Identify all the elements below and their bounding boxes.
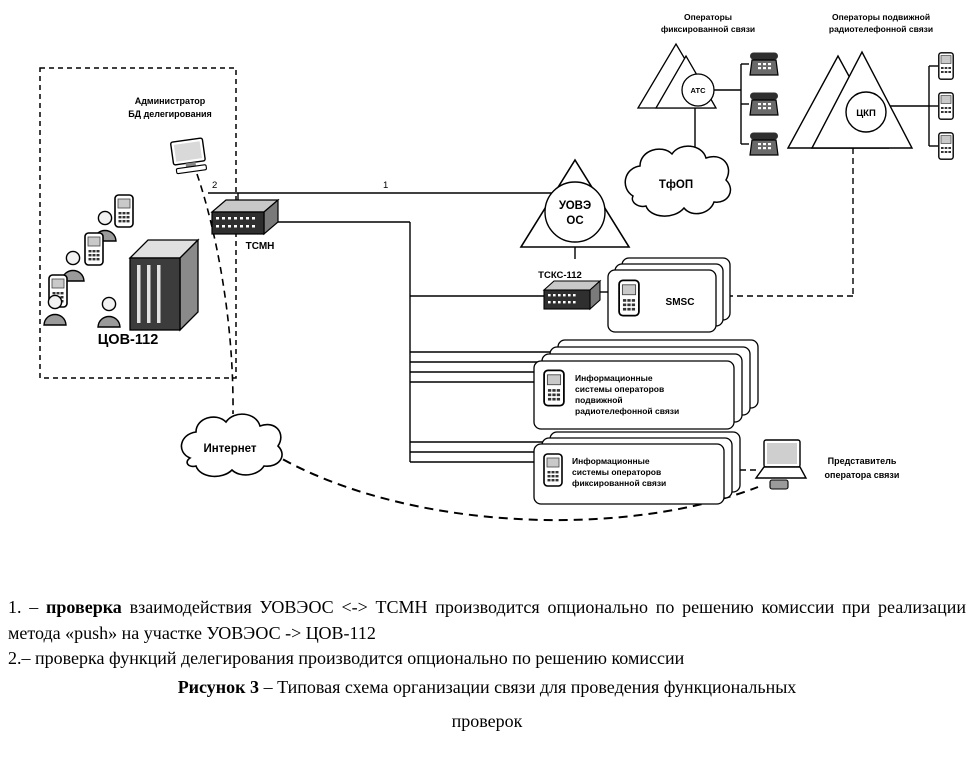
solid-connectors [208,63,938,463]
uove-node: УОВЭ ОС [519,158,631,248]
representative-node: Представитель оператора связи [754,439,900,490]
infosys-fixed-device-icon [543,453,563,487]
figure-caption-number: Рисунок 3 [177,676,260,697]
infosys-mobile-label-2: системы операторов [575,384,664,394]
dashed-connectors [196,148,854,521]
handset-icon [84,232,104,266]
infosys-fixed-stack: Информационные системы операторов фиксир… [533,431,741,505]
uove-label-2: ОС [566,215,583,227]
tfop-cloud: ТфОП [624,145,732,217]
ckp-label: ЦКП [856,108,876,119]
internet-cloud: Интернет [180,413,283,478]
mobile-phone-icon [938,92,954,120]
mobile-ops-label: Операторы подвижной [832,12,930,22]
desk-phone-icon [749,52,779,76]
fixed-operators-node: Операторы фиксированной связи АТС [636,12,779,156]
footnote-1-bold: проверка [46,597,122,617]
infosys-fixed-label-3: фиксированной связи [572,478,666,488]
infosys-mobile-label-4: радиотелефонной связи [575,406,679,416]
ckp-circle [845,91,887,133]
representative-label: Представитель [828,456,897,466]
marker-1: 1 [383,180,388,191]
mobile-ops-label-2: радиотелефонной связи [829,24,933,34]
figure-notes: 1. – проверка взаимодействия УОВЭОС <-> … [0,577,974,735]
mobile-phone-icon [938,52,954,80]
admin-computer-icon [170,137,207,175]
operators-group [43,194,134,328]
mobile-phones [938,52,954,160]
mobile-operators-node: Операторы подвижной радиотелефонной связ… [786,12,954,160]
footnote-2: 2.– проверка функций делегирования произ… [8,648,685,669]
smsc-device-icon [618,279,640,317]
tsmn-node: ТСМН [210,198,280,252]
footnote-1-prefix: 1. – [8,597,47,617]
figure-caption-line2: проверок [451,711,523,732]
infosys-fixed-label: Информационные [572,456,650,466]
tsmn-label: ТСМН [246,241,275,252]
internet-label: Интернет [203,443,256,455]
admin-label-2: БД делегирования [128,109,212,119]
fixed-phones [749,52,779,156]
cov112-label: ЦОВ-112 [98,332,159,348]
footnote-1: 1. – проверка взаимодействия УОВЭОС <-> … [8,595,966,646]
fixed-ops-label: Операторы [684,12,732,22]
marker-2: 2 [212,180,217,191]
figure-caption: Рисунок 3 – Типовая схема организации св… [8,675,966,701]
person-icon [97,296,121,328]
dashed-internet-representative [269,451,759,521]
handset-icon [114,194,134,228]
laptop-icon [754,439,808,490]
admin-label: Администратор [135,96,206,106]
footnote-1-rest: взаимодействия УОВЭОС <-> ТСМН производи… [8,597,966,643]
tsks-label: ТСКС-112 [538,270,582,281]
desk-phone-icon [749,92,779,116]
server-icon [128,238,200,332]
ats-circle [681,73,715,107]
representative-label-2: оператора связи [825,470,900,480]
cov112-zone: Администратор БД делегирования [39,67,237,379]
tsks-node: ТСКС-112 [538,270,602,311]
mobile-phone-icon [938,132,954,160]
infosys-mobile-device-icon [543,369,565,407]
infosys-mobile-label-3: подвижной [575,395,623,405]
infosys-fixed-label-2: системы операторов [572,467,661,477]
tfop-label: ТфОП [659,179,693,191]
infosys-mobile-stack: Информационные системы операторов подвиж… [533,339,759,430]
figure-caption-text: – Типовая схема организации связи для пр… [259,676,797,697]
uove-label: УОВЭ [559,200,591,212]
desk-phone-icon [749,132,779,156]
fixed-ops-label-2: фиксированной связи [661,24,755,34]
diagram: Администратор БД делегирования [39,12,954,521]
smsc-label: SMSC [666,297,695,308]
smsc-stack: SMSC [607,257,731,333]
ats-label: АТС [690,86,706,95]
dashed-admin-internet [196,173,234,415]
infosys-mobile-label: Информационные [575,373,653,383]
